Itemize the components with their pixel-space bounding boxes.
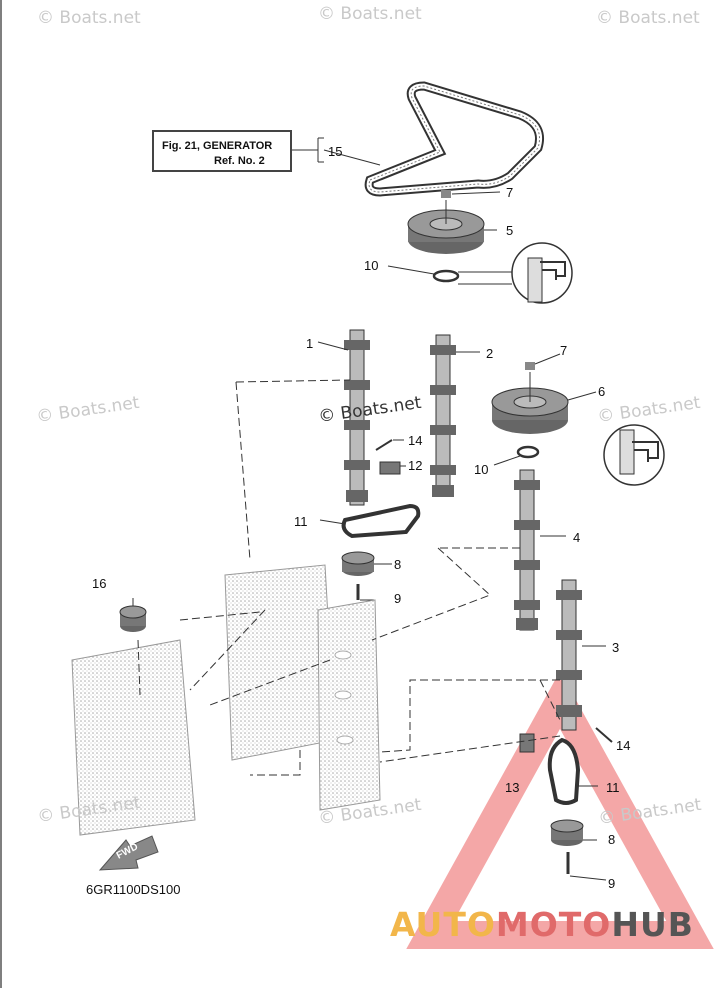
reference-line-2: Ref. No. 2 xyxy=(214,155,265,167)
callout-11b: 11 xyxy=(606,780,620,795)
diagram-code: 6GR1100DS100 xyxy=(86,882,181,897)
callout-3: 3 xyxy=(612,640,620,655)
callout-9b: 9 xyxy=(608,876,616,891)
idler-16 xyxy=(119,605,147,632)
seal-detail-top xyxy=(511,242,573,304)
callout-2: 2 xyxy=(486,346,494,361)
logo-part-auto: AUTO xyxy=(390,905,496,944)
timing-chain-11 xyxy=(341,503,581,805)
logo-triangle xyxy=(406,671,714,949)
callout-4: 4 xyxy=(573,530,581,545)
callout-11a: 11 xyxy=(294,514,308,529)
cylinder-block xyxy=(71,564,381,836)
callout-9a: 9 xyxy=(394,591,402,606)
sprocket-8 xyxy=(341,551,584,846)
callout-5: 5 xyxy=(506,223,514,238)
callout-14a: 14 xyxy=(408,433,423,448)
callout-10b: 10 xyxy=(474,462,489,477)
callout-15: 15 xyxy=(328,144,343,159)
callout-7b: 7 xyxy=(560,343,568,358)
callout-8b: 8 xyxy=(608,832,616,847)
callout-16: 16 xyxy=(92,576,107,591)
watermark: © Boats.net xyxy=(596,8,700,28)
automotohub-logo: AUTOMOTOHUB xyxy=(390,905,694,944)
callout-13: 13 xyxy=(505,780,520,795)
camshaft-1 xyxy=(344,329,370,506)
callout-7a: 7 xyxy=(506,185,514,200)
watermark: © Boats.net xyxy=(37,8,141,28)
callout-8a: 8 xyxy=(394,557,402,572)
logo-part-hub: HUB xyxy=(611,905,694,944)
camshaft-pulley-6 xyxy=(491,362,569,434)
callout-6: 6 xyxy=(598,384,606,399)
camshaft-2 xyxy=(430,334,456,497)
logo-part-moto: MOTO xyxy=(495,905,612,944)
seal-detail-bottom xyxy=(603,424,665,486)
callout-12: 12 xyxy=(408,458,423,473)
callout-10a: 10 xyxy=(364,258,379,273)
camshaft-4 xyxy=(514,469,540,631)
timing-belt-15 xyxy=(364,81,544,197)
reference-line-1: Fig. 21, GENERATOR xyxy=(162,140,273,152)
callout-1: 1 xyxy=(306,336,314,351)
reference-box: Fig. 21, GENERATOR Ref. No. 2 xyxy=(152,130,292,172)
callout-14b: 14 xyxy=(616,738,631,753)
watermark: © Boats.net xyxy=(318,4,422,24)
camshaft-3 xyxy=(556,579,582,731)
camshaft-pulley-5 xyxy=(407,190,485,254)
fwd-arrow-icon xyxy=(98,835,159,871)
